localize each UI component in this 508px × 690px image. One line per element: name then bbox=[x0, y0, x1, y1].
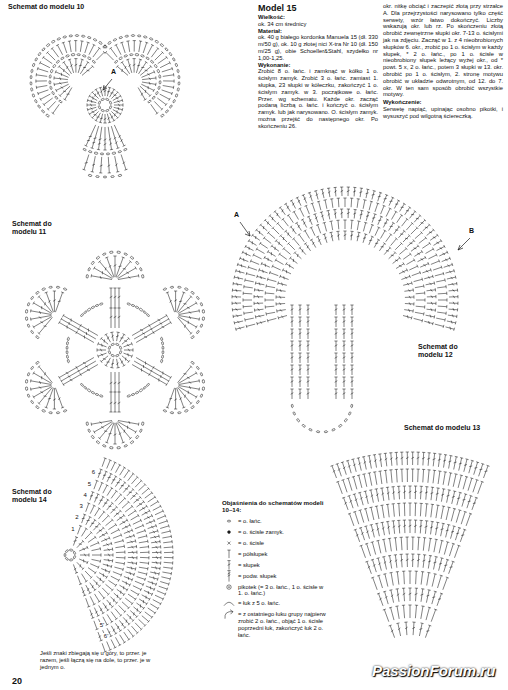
chart-title: Schemat do modelu 13 bbox=[404, 424, 480, 432]
section-heading: Wykończenie: bbox=[383, 99, 503, 106]
body-text: Zrobić 8 o. łańc. i zamknąć w kółko 1 o.… bbox=[258, 68, 378, 129]
chart-title: Schemat do modelu 11 bbox=[12, 220, 68, 237]
callout-number: 3 bbox=[78, 503, 83, 510]
section-heading: Wielkość: bbox=[258, 14, 378, 21]
body-text: Serwetę napiąć, upinając osobno pikotki,… bbox=[383, 106, 503, 120]
callout-number: B bbox=[468, 227, 475, 235]
section-heading: Materiał: bbox=[258, 28, 378, 35]
legend-text: = o. łańc. bbox=[238, 518, 326, 525]
chart-14-stitches bbox=[64, 458, 173, 653]
chart-10-stitches bbox=[30, 35, 180, 178]
text-column: Model 15Wielkość:ok. 34 cm średnicyMater… bbox=[258, 3, 378, 130]
body-text: okr. nitkę obciąć i zaczepić złotą przy … bbox=[383, 3, 503, 98]
legend-text: pikotek (= 3 o. łańc., 1 o. ścisłe w 1. … bbox=[238, 584, 326, 598]
legend-symbol bbox=[227, 571, 230, 582]
legend-heading: Objaśnienia do schematów modeli 10–14: bbox=[222, 499, 326, 514]
legend-symbol bbox=[228, 542, 231, 545]
text-column: okr. nitkę obciąć i zaczepić złotą przy … bbox=[383, 3, 503, 120]
body-text: ok. 40 g białego kordonka Manuela 15 (dł… bbox=[258, 34, 378, 61]
callout-number: 1 bbox=[70, 526, 75, 533]
legend-symbol bbox=[224, 602, 234, 606]
start-arrow bbox=[240, 222, 250, 236]
callout-number: 5' bbox=[99, 622, 105, 629]
callout-number: 6 bbox=[91, 469, 96, 476]
legend-symbol bbox=[227, 520, 230, 522]
watermark: PassionForum.ru bbox=[372, 662, 495, 680]
body-text: ok. 34 cm średnicy bbox=[258, 21, 378, 28]
legend-symbol bbox=[227, 561, 230, 570]
callout-number: 5 bbox=[87, 481, 92, 488]
start-arrow bbox=[103, 79, 112, 90]
callout-number: 6' bbox=[103, 633, 109, 640]
callout-number: 4 bbox=[83, 492, 88, 499]
section-heading: Wykonanie: bbox=[258, 62, 378, 69]
chart-11-stitches bbox=[25, 251, 204, 449]
footnote: Jeśli znaki zbiegają się u góry, to prze… bbox=[40, 650, 162, 670]
legend-text: = z ostatniego łuku grupy najpierw zrobi… bbox=[238, 611, 326, 638]
end-arrow bbox=[458, 238, 470, 250]
callout-number: A bbox=[233, 211, 240, 219]
callout-number: A bbox=[110, 68, 117, 76]
chart-title: Schemat do modelu 12 bbox=[418, 343, 480, 360]
legend-text: = podw. słupek bbox=[238, 573, 326, 580]
legend-text: = o. ścisłe bbox=[238, 540, 326, 547]
chart-12-stitches bbox=[232, 187, 458, 433]
legend-text: = słupek bbox=[238, 562, 326, 569]
legend-symbol bbox=[227, 585, 231, 589]
legend-text: = półsłupek bbox=[238, 551, 326, 558]
callout-number: 2 bbox=[74, 514, 79, 521]
legend-symbol bbox=[228, 531, 231, 534]
section-heading: Model 15 bbox=[258, 3, 378, 14]
chart-title: Schemat do modelu 10 bbox=[8, 3, 84, 11]
legend-symbol bbox=[225, 610, 233, 619]
legend-symbol bbox=[227, 550, 230, 558]
legend-text: = o. ścisłe zamyk. bbox=[238, 529, 326, 536]
chart-title: Schemat do modelu 14 bbox=[12, 488, 64, 505]
page-number: 20 bbox=[12, 676, 22, 687]
legend-text: = łuk z 5 o. łańc. bbox=[238, 600, 326, 607]
chart-13-stitches bbox=[331, 452, 490, 638]
